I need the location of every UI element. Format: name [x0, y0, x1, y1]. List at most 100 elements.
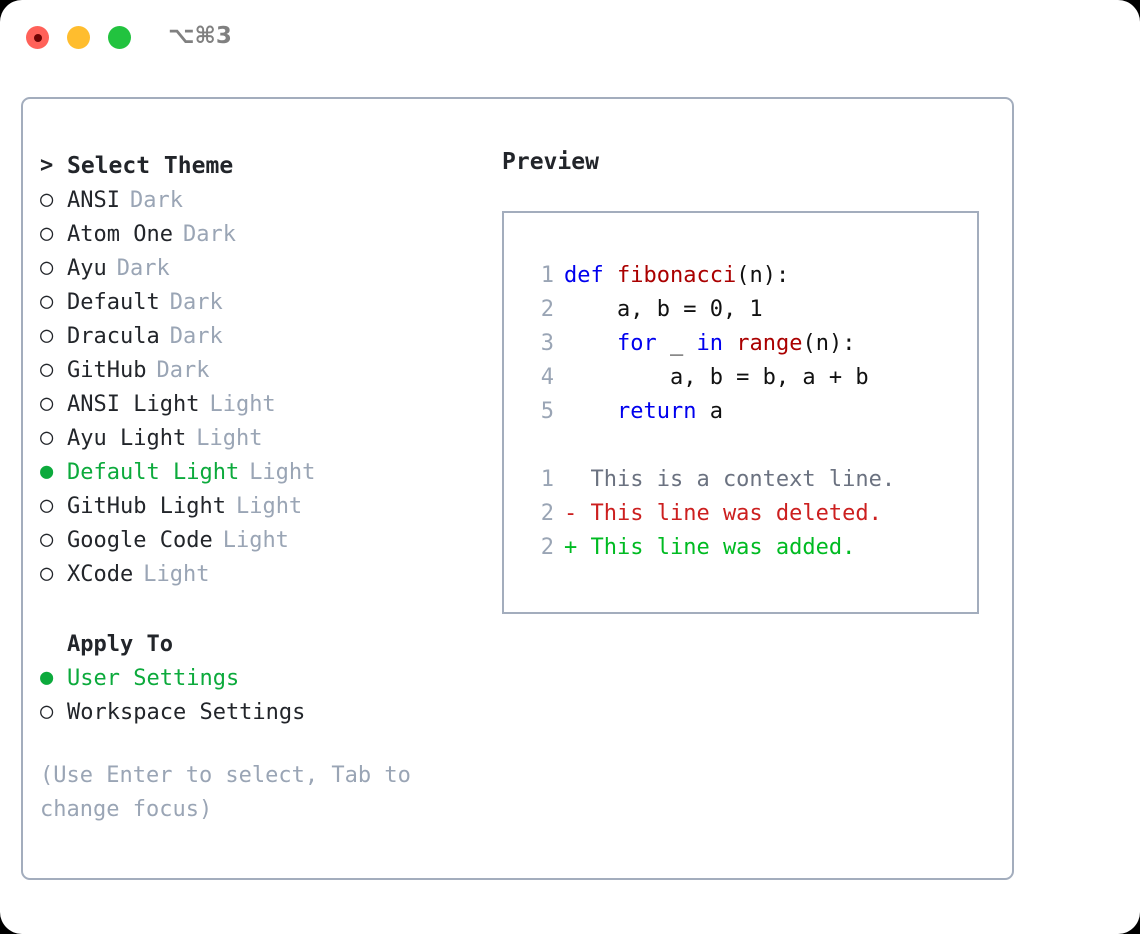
- code-token-plain: _: [656, 331, 697, 356]
- line-number: 1: [540, 263, 554, 288]
- theme-item-atom-one-dark[interactable]: ○ Atom One Dark: [40, 217, 490, 251]
- theme-item-label: Ayu Light: [67, 425, 187, 451]
- apply-to-label: Workspace Settings: [67, 699, 306, 725]
- theme-item-ayu-dark[interactable]: ○ Ayu Dark: [40, 251, 490, 285]
- theme-item-tag: Light: [222, 527, 289, 553]
- diff-content: + This line was added.: [564, 535, 856, 560]
- code-token-plain: (n):: [736, 263, 790, 288]
- theme-item-github-dark[interactable]: ○ GitHub Dark: [40, 353, 490, 387]
- maximize-button[interactable]: [108, 26, 131, 49]
- theme-item-ayu-light[interactable]: ○ Ayu Light Light: [40, 421, 490, 455]
- theme-item-label: ANSI Light: [67, 391, 200, 417]
- apply-to-label: User Settings: [67, 665, 240, 691]
- title-bar: ⌥⌘3: [0, 0, 1140, 78]
- line-number: 3: [540, 331, 554, 356]
- theme-item-ansi-light[interactable]: ○ ANSI Light Light: [40, 387, 490, 421]
- preview-column: Preview 1 def fibonacci(n): 2 a, b = 0, …: [502, 149, 992, 614]
- theme-picker-panel: > Select Theme ○ ANSI Dark ○ Atom One Da…: [21, 97, 1014, 880]
- code-line: 4 a, b = b, a + b: [504, 361, 977, 395]
- code-token-indent: [564, 331, 617, 356]
- diff-content: - This line was deleted.: [564, 501, 882, 526]
- code-line: 2 a, b = 0, 1: [504, 293, 977, 327]
- code-line: 1 def fibonacci(n):: [504, 259, 977, 293]
- code-token-plain: a, b = 0, 1: [564, 297, 763, 322]
- theme-item-tag: Light: [235, 493, 303, 519]
- code-token-keyword: for: [616, 331, 657, 356]
- radio-unselected-icon[interactable]: ○: [40, 391, 54, 416]
- code-token-indent: [564, 399, 617, 424]
- theme-item-label: Ayu: [67, 255, 107, 281]
- radio-unselected-icon[interactable]: ○: [40, 255, 54, 280]
- preview-title: Preview: [502, 149, 599, 175]
- prompt-caret-icon: >: [40, 153, 54, 178]
- radio-unselected-icon[interactable]: ○: [40, 357, 54, 382]
- preview-box: 1 def fibonacci(n): 2 a, b = 0, 1 3 for …: [502, 211, 979, 614]
- theme-item-dracula-dark[interactable]: ○ Dracula Dark: [40, 319, 490, 353]
- code-token-keyword: in: [696, 331, 723, 356]
- theme-item-xcode[interactable]: ○ XCode Light: [40, 557, 490, 591]
- theme-item-label: Google Code: [67, 527, 213, 553]
- radio-unselected-icon[interactable]: ○: [40, 561, 54, 586]
- theme-item-tag: Light: [249, 459, 316, 485]
- theme-item-label: Default: [67, 289, 160, 315]
- close-button[interactable]: [26, 26, 49, 49]
- apply-to-title: Apply To: [67, 631, 173, 657]
- code-token-space: [604, 263, 617, 288]
- radio-unselected-icon[interactable]: ○: [40, 187, 54, 212]
- code-token-space: [723, 331, 736, 356]
- theme-item-label: GitHub Light: [67, 493, 226, 519]
- diff-line-deleted: 2 - This line was deleted.: [504, 497, 977, 531]
- theme-item-label: ANSI: [67, 187, 120, 213]
- theme-item-label: XCode: [67, 561, 134, 587]
- radio-unselected-icon[interactable]: ○: [40, 527, 54, 552]
- theme-item-google-code[interactable]: ○ Google Code Light: [40, 523, 490, 557]
- radio-unselected-icon[interactable]: ○: [40, 493, 54, 518]
- code-token-plain: (n):: [802, 331, 856, 356]
- line-number: 2: [540, 297, 554, 322]
- code-content: for _ in range(n):: [564, 327, 855, 361]
- radio-unselected-icon[interactable]: ○: [40, 699, 54, 724]
- theme-item-label: Dracula: [67, 323, 160, 349]
- line-number: 1: [540, 467, 554, 492]
- theme-item-ansi-dark[interactable]: ○ ANSI Dark: [40, 183, 490, 217]
- code-content: a, b = 0, 1: [564, 293, 763, 327]
- code-content: a, b = b, a + b: [564, 361, 869, 395]
- diff-content: This is a context line.: [564, 467, 896, 492]
- code-line: 3 for _ in range(n):: [504, 327, 977, 361]
- window-controls: [26, 26, 131, 49]
- apply-to-workspace-settings[interactable]: ○ Workspace Settings: [40, 695, 490, 729]
- radio-selected-icon[interactable]: ●: [40, 459, 54, 484]
- apply-to-user-settings[interactable]: ● User Settings: [40, 661, 490, 695]
- radio-unselected-icon[interactable]: ○: [40, 323, 54, 348]
- radio-unselected-icon[interactable]: ○: [40, 289, 54, 314]
- select-theme-title: Select Theme: [67, 153, 234, 179]
- line-number: 5: [540, 399, 554, 424]
- code-token-keyword: return: [616, 399, 697, 424]
- theme-item-default-dark[interactable]: ○ Default Dark: [40, 285, 490, 319]
- theme-item-github-light[interactable]: ○ GitHub Light Light: [40, 489, 490, 523]
- radio-unselected-icon[interactable]: ○: [40, 221, 54, 246]
- theme-item-tag: Dark: [156, 357, 210, 383]
- line-number: 4: [540, 365, 554, 390]
- diff-spacer: [504, 429, 977, 463]
- select-theme-header: > Select Theme: [40, 149, 490, 183]
- theme-item-tag: Light: [143, 561, 210, 587]
- theme-item-label: Atom One: [67, 221, 173, 247]
- theme-item-tag: Dark: [116, 255, 170, 281]
- code-token-plain: a, b = b, a + b: [564, 365, 869, 390]
- code-content: return a: [564, 395, 723, 429]
- theme-item-tag: Light: [209, 391, 276, 417]
- keyboard-shortcut-label: ⌥⌘3: [168, 23, 232, 49]
- theme-item-tag: Dark: [169, 323, 223, 349]
- section-spacer: [40, 591, 490, 627]
- radio-unselected-icon[interactable]: ○: [40, 425, 54, 450]
- code-token-function: fibonacci: [617, 263, 737, 288]
- code-token-keyword: def: [564, 263, 604, 288]
- theme-item-label: Default Light: [67, 459, 240, 485]
- theme-item-tag: Dark: [129, 187, 183, 213]
- diff-line-added: 2 + This line was added.: [504, 531, 977, 565]
- minimize-button[interactable]: [67, 26, 90, 49]
- theme-item-default-light[interactable]: ● Default Light Light: [40, 455, 490, 489]
- radio-selected-icon[interactable]: ●: [40, 665, 54, 690]
